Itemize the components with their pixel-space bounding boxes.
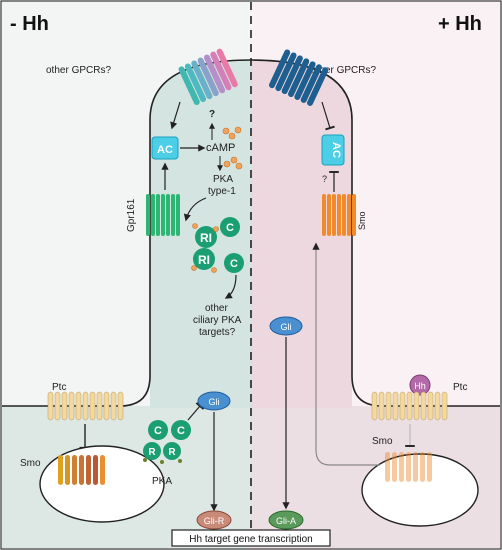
right-cilium-interior	[251, 60, 352, 408]
pka-inhibits-gli-line	[187, 402, 205, 421]
right-smo-label: Smo	[372, 436, 393, 447]
left-ptc-receptor	[47, 391, 124, 421]
right-ac-label: AC	[330, 142, 342, 158]
other-targets-line-3: targets?	[199, 327, 236, 338]
right-gli-label: Gli	[281, 322, 292, 332]
c-top-label: C	[226, 222, 234, 234]
cyto-c-left-label: C	[154, 425, 162, 437]
right-panel-title: + Hh	[438, 13, 482, 35]
right-vesicle	[361, 453, 479, 527]
camp-label: cAMP	[206, 142, 235, 154]
hh-ligand	[409, 374, 431, 396]
left-gpcr-to-ac-arrow	[170, 101, 181, 130]
right-other-gpcrs-label: other GPCRs?	[311, 65, 376, 76]
transcription-label: Hh target gene transcription	[189, 534, 312, 545]
hh-label: Hh	[414, 381, 426, 391]
ciliary-pka-c-bottom	[224, 253, 244, 273]
right-other-gpcr-receptor	[268, 49, 329, 106]
left-gli-label: Gli	[209, 397, 220, 407]
cyto-pka-r-right	[163, 442, 181, 460]
pka-type1-label-1: PKA	[213, 174, 233, 185]
c-bottom-label: C	[230, 258, 238, 270]
ciliary-smo-receptor	[322, 194, 356, 236]
left-other-gpcr-receptor	[178, 48, 238, 106]
gli-a-label: Gli-A	[276, 516, 296, 526]
ri-bottom-label: RI	[198, 253, 210, 267]
ciliary-pka-ri-bottom	[193, 248, 215, 270]
pka-to-gpr161-arrow	[183, 197, 207, 222]
left-ac-label: AC	[157, 144, 173, 156]
right-ptc-receptor	[371, 391, 448, 421]
right-gpcr-to-ac-line	[321, 101, 335, 131]
ciliary-smo-label: Smo	[357, 211, 367, 230]
ri-bound-camp	[191, 223, 219, 273]
transcription-box	[171, 529, 331, 547]
gpr161-label: Gpr161	[126, 198, 137, 232]
c-to-targets-arrow	[224, 274, 237, 299]
cyto-r-left-label: R	[148, 447, 156, 458]
left-vesicle-smo	[58, 455, 105, 485]
left-gli-pill	[197, 391, 231, 411]
left-question-mark: ?	[209, 109, 215, 120]
left-ac-box	[151, 136, 179, 160]
ciliary-pka-c-top	[220, 217, 240, 237]
right-vesicle-smo	[385, 452, 432, 482]
pka-type1-label-2: type-1	[208, 186, 236, 197]
left-other-gpcrs-label: other GPCRs?	[46, 65, 111, 76]
cyto-r-right-label: R	[168, 447, 176, 458]
cyto-pka-c-right	[171, 420, 191, 440]
right-ptc-label: Ptc	[453, 382, 467, 393]
smo-trafficking-arrow	[312, 242, 380, 466]
right-question-mark: ?	[322, 174, 327, 184]
ciliary-pka-ri-top	[195, 226, 217, 248]
other-targets-line-2: ciliary PKA	[193, 315, 242, 326]
left-panel-title: - Hh	[10, 13, 49, 35]
other-targets-line-1: other	[205, 303, 228, 314]
right-ac-box	[321, 134, 345, 166]
cyto-pka-r-left	[143, 442, 161, 460]
camp-molecules	[222, 126, 243, 170]
cyto-pka-label: PKA	[152, 476, 172, 487]
left-smo-label: Smo	[20, 458, 41, 469]
gli-r-label: Gli-R	[204, 516, 225, 526]
gpr161-receptor	[146, 194, 180, 236]
cyto-pka-c-left	[148, 420, 168, 440]
right-gli-pill	[269, 316, 303, 336]
ri-top-label: RI	[200, 231, 212, 245]
cyto-pka-dots	[143, 458, 182, 464]
left-ptc-label: Ptc	[52, 382, 66, 393]
cyto-c-right-label: C	[177, 425, 185, 437]
